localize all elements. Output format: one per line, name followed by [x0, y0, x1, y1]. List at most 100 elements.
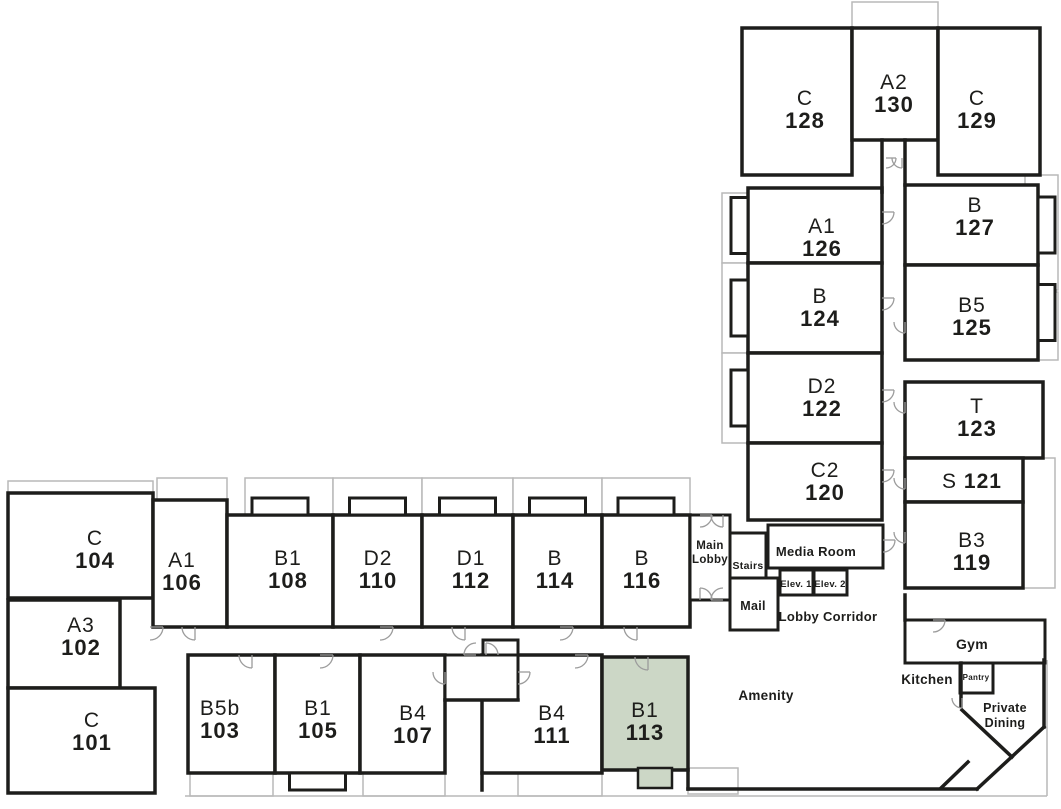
balcony-bump [348, 496, 407, 517]
unit-type: D1 [457, 547, 486, 570]
unit-type: C [87, 527, 103, 550]
balcony-bump [250, 496, 310, 517]
balcony-bump [528, 496, 587, 517]
unit-114-room[interactable] [511, 513, 604, 629]
unit-114[interactable] [511, 496, 604, 629]
unit-110[interactable] [331, 496, 424, 629]
unit-119-room[interactable] [903, 500, 1025, 590]
unit-103-room[interactable] [186, 653, 277, 775]
door-arc [463, 642, 477, 656]
label-lobby-corridor: Lobby Corridor [779, 609, 878, 624]
unit-120[interactable] [746, 441, 884, 522]
balcony-bump [729, 196, 750, 255]
balcony-outline [1022, 457, 1056, 589]
unit-120-room[interactable] [746, 441, 884, 522]
unit-124[interactable] [729, 261, 884, 355]
balcony-bump [1036, 195, 1057, 255]
unit-type: D2 [808, 375, 837, 398]
balcony-outline [7, 480, 154, 494]
unit-type: B1 [631, 699, 659, 722]
unit-type: B5b [200, 697, 240, 720]
unit-130-room[interactable] [850, 26, 940, 142]
room-main-lobby [688, 513, 732, 602]
balcony-outline [189, 772, 274, 797]
label-main-lobby: Lobby [692, 554, 728, 566]
label-elev-2: Elev. 2 [814, 579, 846, 590]
door-arc [893, 401, 906, 414]
label-elev-1: Elev. 1 [780, 579, 812, 590]
unit-104[interactable] [6, 491, 155, 600]
unit-106[interactable] [151, 498, 229, 629]
unit-119[interactable] [903, 500, 1025, 590]
unit-125-room[interactable] [903, 263, 1040, 362]
unit-123[interactable] [903, 380, 1045, 460]
unit-127-room[interactable] [903, 183, 1040, 267]
door-arc [574, 654, 589, 669]
unit-101[interactable] [6, 686, 157, 795]
unit-type: A1 [168, 549, 196, 572]
unit-102-room[interactable] [6, 598, 122, 690]
unit-type: B [634, 547, 649, 570]
door-arc [710, 514, 724, 528]
door-arc [932, 619, 946, 633]
unit-116-room[interactable] [600, 513, 692, 629]
unit-106-room[interactable] [151, 498, 229, 629]
door-arc [893, 531, 906, 544]
unit-type: A3 [67, 614, 95, 637]
unit-130[interactable] [850, 26, 940, 142]
door-arc [379, 626, 394, 641]
balcony-bump [288, 771, 347, 792]
door-arc [881, 389, 895, 403]
room-mail [728, 576, 780, 632]
unit-number: 105 [298, 718, 338, 743]
unit-108[interactable] [225, 496, 335, 629]
door-arc [559, 626, 574, 641]
unit-number: 128 [785, 108, 825, 133]
unit-type: B1 [274, 547, 302, 570]
unit-107[interactable] [358, 653, 447, 775]
door-arc [149, 626, 164, 641]
unit-number: 119 [953, 550, 992, 575]
unit-112[interactable] [420, 496, 515, 629]
unit-number: 126 [802, 236, 842, 261]
unit-126-room[interactable] [746, 186, 884, 265]
unit-type: B [812, 285, 827, 308]
unit-number: 129 [957, 108, 997, 133]
label-private-dining: Private [983, 701, 1027, 715]
label-kitchen: Kitchen [901, 672, 953, 687]
unit-type: B [547, 547, 562, 570]
unit-126[interactable] [729, 186, 884, 265]
unit-type: C [797, 87, 813, 110]
unit-number: 120 [805, 480, 845, 505]
unit-129[interactable] [936, 26, 1042, 177]
unit-104-room[interactable] [6, 491, 155, 600]
unit-124-room[interactable] [746, 261, 884, 355]
unit-129-room[interactable] [936, 26, 1042, 177]
unit-102[interactable] [6, 598, 122, 690]
unit-103[interactable] [186, 653, 277, 775]
unit-125[interactable] [903, 263, 1057, 362]
unit-type: B3 [958, 529, 986, 552]
unit-101-room[interactable] [6, 686, 157, 795]
label-gym: Gym [956, 636, 988, 652]
unit-number: 124 [800, 306, 840, 331]
unit-123-room[interactable] [903, 380, 1045, 460]
unit-107-room[interactable] [358, 653, 447, 775]
unit-116[interactable] [600, 496, 692, 629]
door-arc [319, 654, 334, 669]
room-elev-1 [778, 568, 815, 597]
unit-110-room[interactable] [331, 513, 424, 629]
door-arc [451, 626, 466, 641]
unit-127[interactable] [903, 183, 1057, 267]
unit-108-room[interactable] [225, 513, 335, 629]
